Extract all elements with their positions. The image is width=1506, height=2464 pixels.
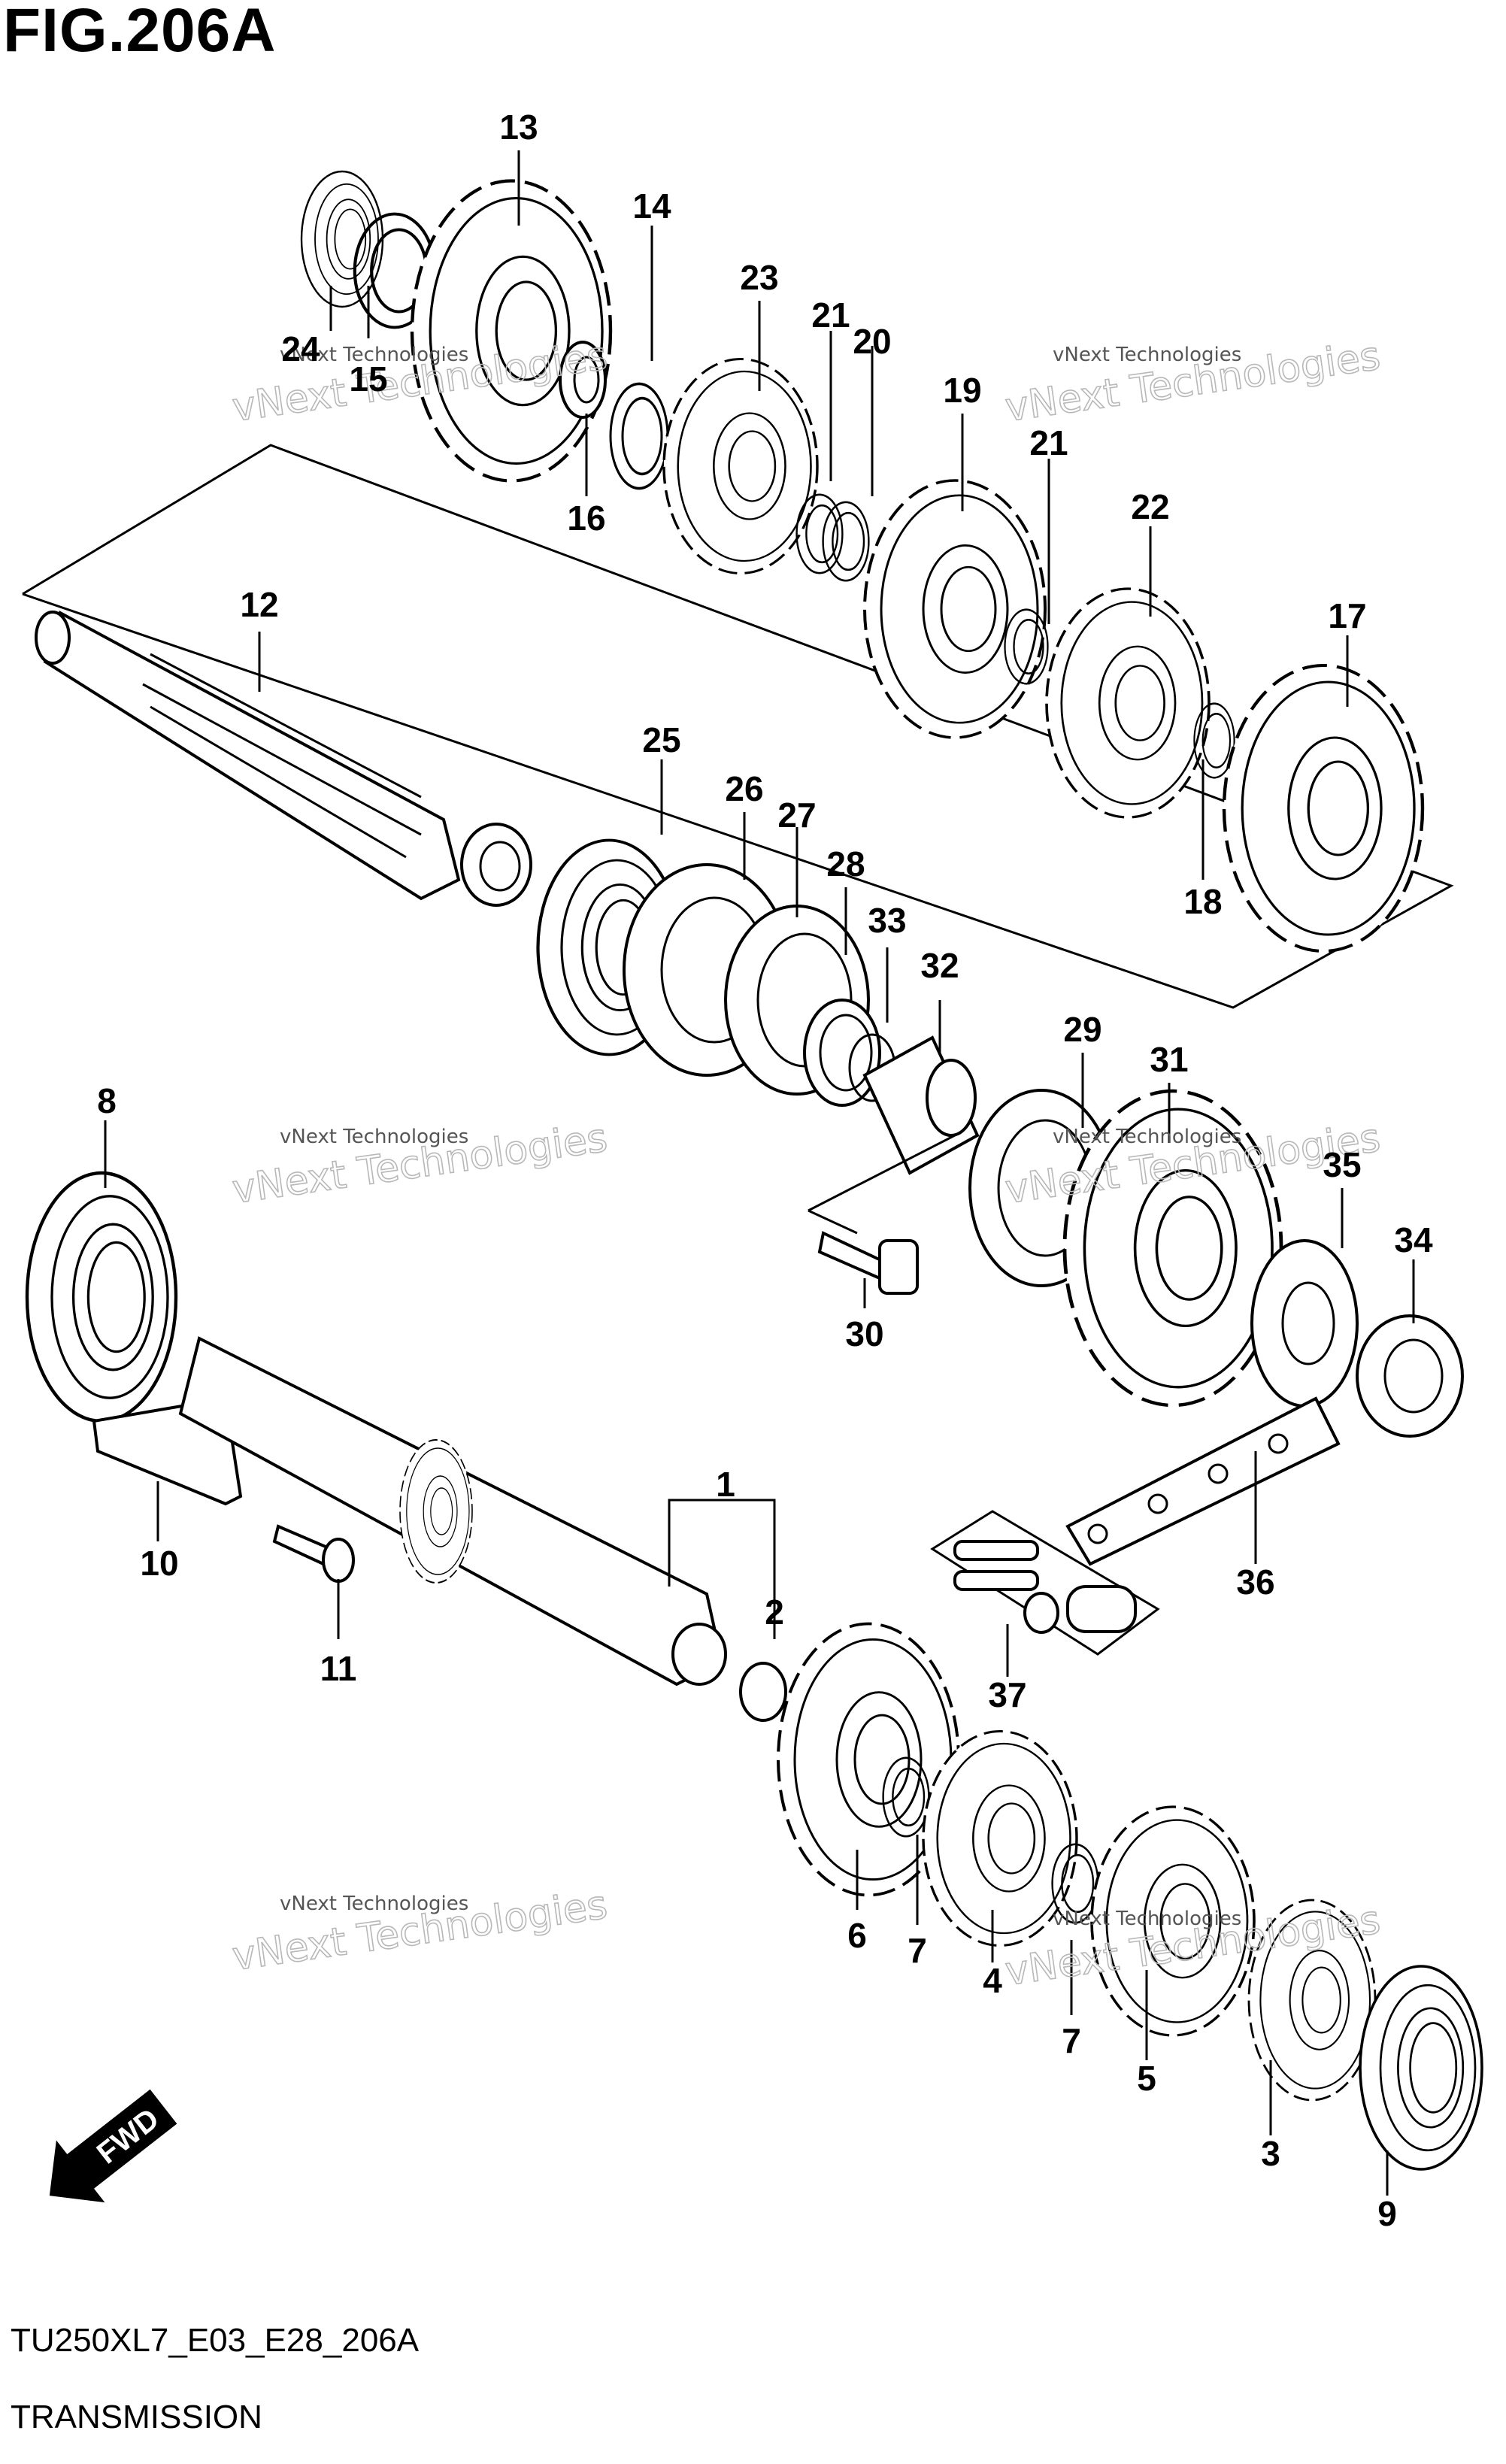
callout-19: 19 — [943, 371, 981, 410]
svg-text:vNext Technologies: vNext Technologies — [280, 1893, 468, 1915]
svg-text:vNext Technologies: vNext Technologies — [1053, 344, 1241, 366]
figure-name: TRANSMISSION — [11, 2399, 262, 2435]
gear-17 — [1224, 665, 1423, 951]
countershaft — [35, 611, 532, 907]
svg-text:vNext Technologies: vNext Technologies — [280, 344, 468, 366]
nut-34 — [1356, 1314, 1464, 1438]
callout-23: 23 — [740, 258, 778, 297]
callout-4: 4 — [983, 1961, 1002, 2000]
callout-13: 13 — [499, 108, 538, 147]
bearing-8 — [27, 1173, 176, 1421]
callout-11: 11 — [320, 1649, 357, 1688]
gear-22 — [1045, 587, 1211, 819]
callout-10: 10 — [140, 1544, 178, 1583]
washer-20 — [822, 501, 870, 582]
callout-32: 32 — [920, 946, 959, 985]
svg-text:vNext Technologies: vNext Technologies — [1053, 1908, 1241, 1930]
callout-9: 9 — [1377, 2194, 1397, 2233]
bearing-24 — [300, 170, 384, 308]
o-ring-28 — [803, 999, 881, 1107]
callout-1: 1 — [716, 1465, 735, 1504]
callout-36: 36 — [1236, 1562, 1274, 1602]
svg-text:vNext Technologies: vNext Technologies — [1053, 1126, 1241, 1148]
callout-5: 5 — [1137, 2059, 1156, 2098]
callout-7a: 7 — [908, 1931, 927, 1970]
callout-33: 33 — [868, 901, 906, 940]
callout-37: 37 — [988, 1675, 1026, 1714]
callout-6: 6 — [847, 1916, 867, 1955]
callout-25: 25 — [642, 720, 680, 759]
callout-3: 3 — [1261, 2134, 1280, 2173]
gear-13 — [412, 181, 611, 481]
washer-35 — [1250, 1239, 1359, 1408]
callout-2: 2 — [765, 1593, 784, 1632]
figure-code: TU250XL7_E03_E28_206A — [11, 2322, 420, 2359]
callout-21a: 21 — [811, 295, 850, 335]
callout-7b: 7 — [1062, 2021, 1081, 2060]
callout-12: 12 — [240, 585, 278, 624]
washer-14 — [609, 382, 669, 490]
callout-30: 30 — [845, 1314, 883, 1353]
callout-14: 14 — [632, 186, 671, 226]
mainshaft-1 — [178, 1336, 727, 1687]
needle-bearing-16 — [559, 341, 607, 419]
callout-35: 35 — [1323, 1145, 1361, 1184]
svg-text:vNext Technologies: vNext Technologies — [280, 1126, 468, 1148]
figure-title: FIG.206A — [3, 0, 277, 65]
bearing-9 — [1359, 1965, 1483, 2171]
screw-11 — [272, 1524, 355, 1583]
callout-24: 24 — [281, 329, 320, 368]
pin-2 — [739, 1662, 787, 1722]
callout-labels: 1 2 3 4 5 6 7 7 8 9 10 11 12 13 14 15 16… — [97, 108, 1433, 2233]
leader-lines — [104, 150, 1415, 2196]
callout-27: 27 — [777, 796, 816, 835]
fwd-arrow-icon: FWD — [49, 2089, 177, 2203]
callout-29: 29 — [1063, 1010, 1101, 1049]
bolt-30 — [817, 1231, 919, 1295]
callout-21b: 21 — [1029, 423, 1068, 462]
callout-15: 15 — [349, 359, 387, 399]
callout-26: 26 — [725, 769, 763, 808]
callout-16: 16 — [567, 499, 605, 538]
callout-20: 20 — [853, 322, 891, 361]
callout-34: 34 — [1394, 1220, 1433, 1259]
callout-17: 17 — [1328, 596, 1366, 635]
callout-8: 8 — [97, 1081, 117, 1120]
callout-28: 28 — [826, 844, 865, 883]
callout-18: 18 — [1183, 882, 1222, 921]
gear-19 — [863, 479, 1047, 739]
callout-22: 22 — [1131, 487, 1169, 526]
callout-31: 31 — [1150, 1040, 1188, 1079]
drive-chain-36 — [1065, 1396, 1341, 1566]
chain-joint-37 — [930, 1510, 1160, 1656]
gear-23 — [662, 357, 819, 575]
